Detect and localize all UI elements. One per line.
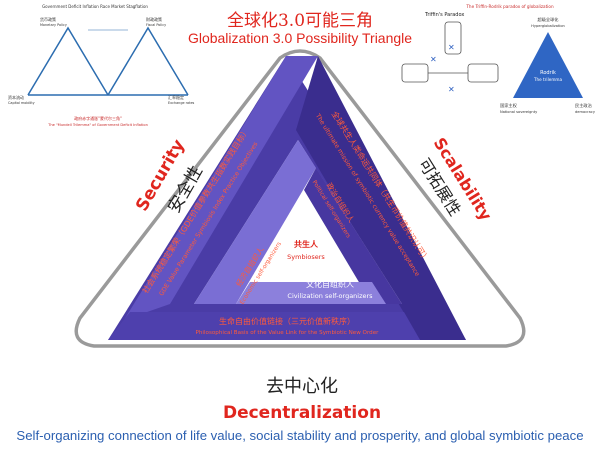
penrose-center bbox=[270, 208, 346, 268]
left-inset-title: Government Deficit Inflation Race Market… bbox=[42, 4, 148, 9]
left-inset: Government Deficit Inflation Race Market… bbox=[8, 4, 195, 127]
penrose-inner-right bbox=[304, 168, 402, 304]
rodrik-top-en: Hyperglobalization bbox=[531, 24, 565, 28]
footer-caption: Self-organizing connection of life value… bbox=[16, 428, 584, 443]
rodrik-inset: The Triffin-Rodrik paradox of globalizat… bbox=[465, 4, 595, 114]
decentralization-label: Decentralization bbox=[223, 403, 381, 423]
left-inset-top-left-en: Monetary Policy bbox=[40, 23, 67, 27]
title-chinese: 全球化3.0可能三角 bbox=[226, 11, 374, 31]
rodrik-center-cn: Rodrik bbox=[540, 70, 556, 76]
penrose-right-bar bbox=[296, 56, 466, 340]
left-inset-bottom-right-en: Exchange rates bbox=[168, 101, 195, 105]
rodrik-triangle bbox=[513, 32, 583, 98]
left-inset-bottom-left-cn: 资本流动 bbox=[8, 94, 24, 100]
left-inset-caption-en: The "Mundell Trilemma" of Government Def… bbox=[47, 123, 148, 127]
rodrik-bottom-right-cn: 民主政治 bbox=[575, 102, 592, 109]
rodrik-bottom-right-en: democracy bbox=[575, 110, 596, 114]
center-cn: 共生人 bbox=[294, 239, 319, 249]
left-inset-top-left-cn: 货币政策 bbox=[40, 16, 56, 22]
penrose-inner-bottom bbox=[236, 282, 386, 304]
rodrik-center-en: The trilemma bbox=[533, 77, 563, 82]
penrose-inner-left bbox=[194, 140, 316, 304]
triffin-cross-icon-2: ✕ bbox=[430, 55, 437, 64]
bottom-bar-en: Philosophical Basis of the Value Link fo… bbox=[196, 330, 380, 336]
triffin-box-top bbox=[444, 21, 462, 55]
decentralization-cn-label: 去中心化 bbox=[266, 376, 338, 397]
center-en: Symbiosers bbox=[287, 253, 325, 261]
left-inset-bottom-right-cn: 汇率稳定 bbox=[168, 94, 184, 100]
triffin-cross-icon-1: ✕ bbox=[448, 43, 455, 52]
rodrik-title: The Triffin-Rodrik paradox of globalizat… bbox=[465, 4, 554, 9]
rodrik-bottom-left-en: National sovereignty bbox=[500, 110, 538, 114]
inner-bottom-cn: 文化自组织人 bbox=[306, 279, 354, 289]
left-inset-triangle-b bbox=[107, 26, 189, 96]
rodrik-bottom-left-cn: 国家主权 bbox=[500, 102, 518, 109]
rodrik-top-cn: 超级全球化 bbox=[538, 16, 560, 23]
left-inset-top-right-en: Fiscal Policy bbox=[146, 23, 166, 27]
outer-frame bbox=[74, 49, 526, 348]
inner-bottom-en: Civilization self-organizers bbox=[287, 292, 373, 300]
left-inset-bottom-left-en: Capital mobility bbox=[8, 101, 35, 105]
penrose-bottom-bar bbox=[108, 312, 420, 340]
left-inset-caption-cn: 政府赤字通胀"蒙代尔三角" bbox=[74, 115, 122, 121]
penrose-triangle bbox=[108, 56, 466, 340]
triffin-box-right bbox=[467, 63, 499, 83]
left-inset-triangle-a bbox=[27, 26, 109, 96]
title-english: Globalization 3.0 Possibility Triangle bbox=[187, 30, 413, 46]
triffin-cross-icon-3: ✕ bbox=[448, 85, 455, 94]
triffin-box-left bbox=[401, 63, 429, 83]
triffin-inset: Triffin's Paradox ✕ ✕ ✕ bbox=[401, 12, 499, 94]
left-inset-top-right-cn: 财政政策 bbox=[146, 16, 162, 22]
bottom-bar-cn: 生命自由价值链接（三元价值新秩序） bbox=[219, 316, 355, 326]
triffin-title: Triffin's Paradox bbox=[424, 12, 464, 18]
penrose-left-bar bbox=[124, 56, 318, 320]
